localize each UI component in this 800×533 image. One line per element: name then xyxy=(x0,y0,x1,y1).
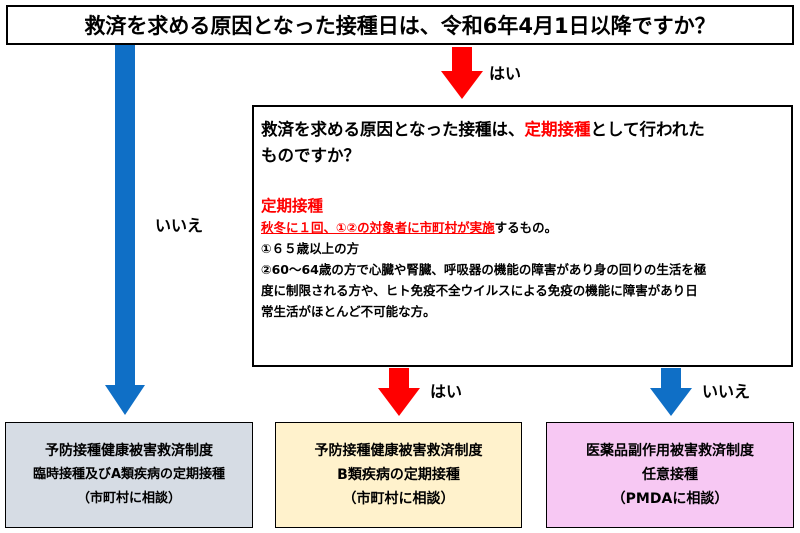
question-2-line-1: 救済を求める原因となった接種は、定期接種として行われた xyxy=(261,117,791,143)
result-1-contact: （市町村に相談） xyxy=(76,491,181,506)
definition-red-text: 秋冬に１回、①②の対象者に市町村が実施 xyxy=(261,220,495,235)
question-1-box: 救済を求める原因となった接種日は、令和6年4月1日以降ですか？ xyxy=(6,5,794,45)
result-box-3: 医薬品副作用被害救済制度 任意接種 （PMDAに相談） xyxy=(546,422,794,528)
arrow-yes-bottom xyxy=(378,368,420,416)
result-2-title: 予防接種健康被害救済制度 xyxy=(314,443,483,459)
label-yes-bottom: はい xyxy=(430,382,463,401)
definition-item-2-line-1: ②60～64歳の方で心臓や腎臓、呼吸器の機能の障害があり身の回りの生活を極 xyxy=(261,262,707,277)
definition-item-1: ①６５歳以上の方 xyxy=(261,241,360,256)
question-2-post: として行われた xyxy=(590,120,705,139)
label-yes-top: はい xyxy=(489,64,522,83)
definition-line-1: 秋冬に１回、①②の対象者に市町村が実施するもの。 xyxy=(261,217,791,238)
definition-item-2-line-3: 常生活がほとんど不可能な方。 xyxy=(261,304,436,319)
result-3-title: 医薬品副作用被害救済制度 xyxy=(586,443,754,459)
result-1-subtitle: 臨時接種及びA類疾病の定期接種 xyxy=(32,467,226,482)
label-no-left: いいえ xyxy=(155,216,204,235)
question-2-pre: 救済を求める原因となった接種は、 xyxy=(261,120,525,139)
question-2-line-2: ものですか？ xyxy=(261,146,360,165)
result-2-subtitle: B類疾病の定期接種 xyxy=(337,467,460,483)
arrow-no-right xyxy=(650,368,692,416)
arrow-no-left xyxy=(105,45,145,415)
definition-item-2-line-2: 度に制限される方や、ヒト免疫不全ウイルスによる免疫の機能に障害があり日 xyxy=(261,283,698,298)
question-1-text: 救済を求める原因となった接種日は、令和6年4月1日以降ですか？ xyxy=(84,14,716,38)
definition-post-text: するもの。 xyxy=(494,220,558,235)
question-2-red-term: 定期接種 xyxy=(524,120,591,139)
result-3-subtitle: 任意接種 xyxy=(642,467,698,483)
result-box-1: 予防接種健康被害救済制度 臨時接種及びA類疾病の定期接種 （市町村に相談） xyxy=(5,422,253,528)
question-2-box: 救済を求める原因となった接種は、定期接種として行われた ものですか？ 定期接種 … xyxy=(252,105,793,367)
label-no-right: いいえ xyxy=(702,382,751,401)
result-1-title: 予防接種健康被害救済制度 xyxy=(45,443,213,459)
result-3-contact: （PMDAに相談） xyxy=(611,491,729,507)
arrow-yes-top xyxy=(441,47,483,99)
result-box-2: 予防接種健康被害救済制度 B類疾病の定期接種 （市町村に相談） xyxy=(275,422,522,528)
result-2-contact: （市町村に相談） xyxy=(342,491,455,507)
definition-title: 定期接種 xyxy=(261,197,324,215)
